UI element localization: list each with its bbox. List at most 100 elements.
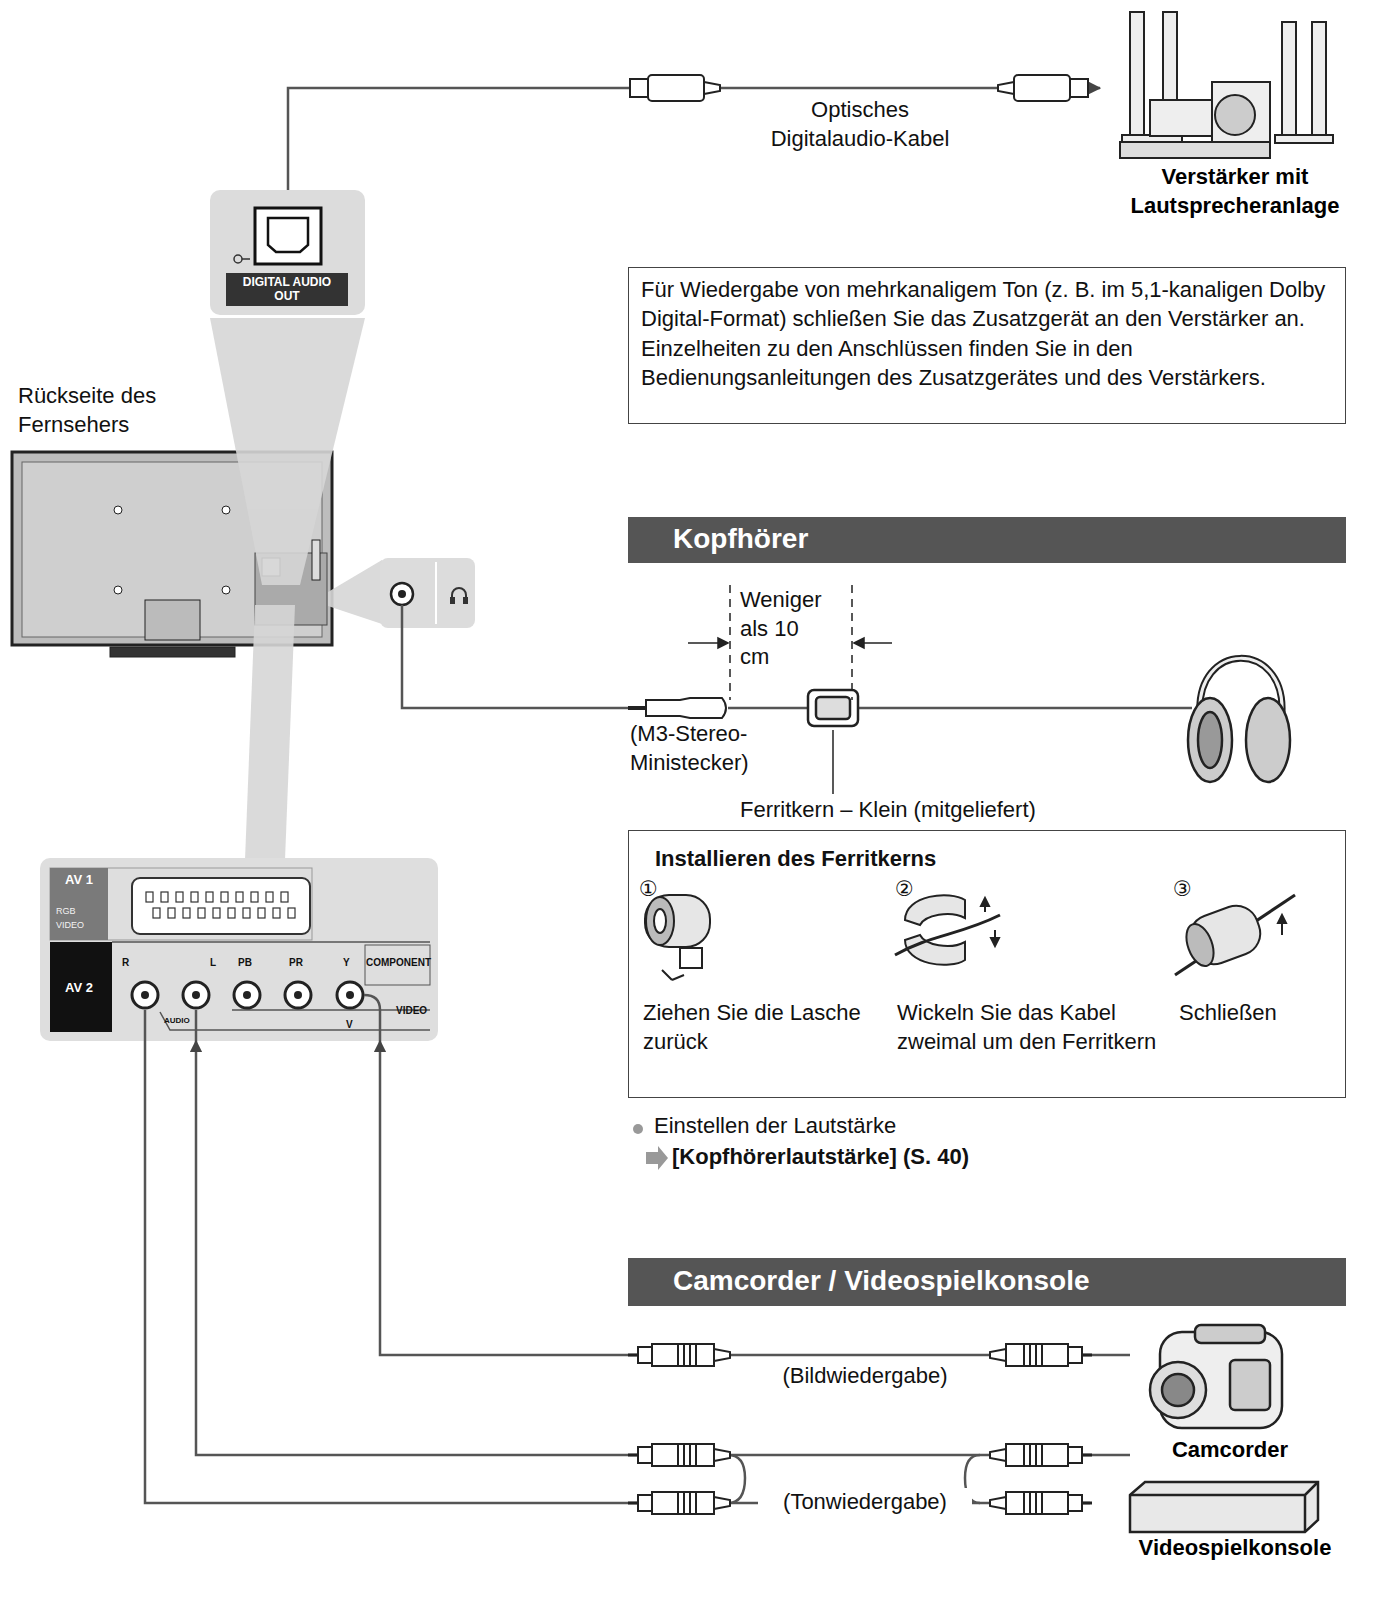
av-panel xyxy=(266,892,273,902)
ferrite-step-icons xyxy=(991,938,999,946)
node-text: Für Wiedergabe von mehrkanaligem Ton (z.… xyxy=(641,276,1341,333)
ferrite-step-icons xyxy=(662,970,684,980)
ferrite-step-icons xyxy=(1175,895,1295,975)
av-panel xyxy=(153,908,160,918)
av-panel xyxy=(191,892,198,902)
tv-back xyxy=(114,586,122,594)
rca-plug xyxy=(628,1344,730,1366)
optical-plug xyxy=(630,75,720,101)
av-panel xyxy=(221,892,228,902)
note-label: Weniger als 10 cm xyxy=(740,586,832,672)
av-panel xyxy=(141,991,354,999)
device-node: DIGITAL AUDIO OUT xyxy=(210,190,365,315)
audio-cable xyxy=(728,1455,745,1503)
digital-audio-panel xyxy=(210,190,365,315)
tv-back xyxy=(145,600,200,640)
camcorder xyxy=(1230,1360,1270,1410)
av-panel xyxy=(206,892,213,902)
node-text: Einzelheiten zu den Anschlüssen finden S… xyxy=(641,335,1341,392)
av-panel xyxy=(213,908,220,918)
callout-wedge xyxy=(210,318,365,585)
av-panel xyxy=(132,982,158,1008)
camcorder xyxy=(1150,1325,1282,1428)
audio-cable xyxy=(145,995,1090,1503)
amplifier-speakers xyxy=(1215,95,1255,135)
note-label: (M3-Stereo-Ministecker) xyxy=(630,720,790,777)
headphone-cable xyxy=(728,707,1192,710)
ferrite-core xyxy=(816,697,850,719)
node-text: R xyxy=(122,956,138,969)
ferrite-step-icons xyxy=(645,895,710,947)
node-text: Camcorder xyxy=(1130,1436,1330,1465)
tv-back xyxy=(312,540,320,580)
section-band: Camcorder / Videospielkonsole xyxy=(628,1258,1346,1306)
game-console xyxy=(1130,1482,1318,1532)
av-panel xyxy=(337,982,363,1008)
node-text: Verstärker mit Lautsprecheranlage xyxy=(1100,163,1370,220)
digital-audio-panel xyxy=(242,258,250,260)
av-panel xyxy=(243,991,251,999)
av-panel xyxy=(132,878,310,934)
cable-label: Optisches Digitalaudio-Kabel xyxy=(745,96,975,153)
av-panel xyxy=(273,908,280,918)
av-panel xyxy=(160,1012,430,1030)
note-label: [Kopfhörerlautstärke] (S. 40) xyxy=(672,1143,1052,1172)
ferrite-step-icons xyxy=(985,902,995,942)
node-text: Videospielkonsole xyxy=(1110,1534,1360,1563)
ferrite-step-icons xyxy=(654,909,666,933)
node-text: AV 1 xyxy=(52,872,106,889)
tv-back xyxy=(110,647,235,657)
audio-cable xyxy=(144,1010,147,1041)
digital-audio-panel xyxy=(255,208,321,264)
node-text: ① xyxy=(639,875,673,902)
ferrite-step-icons xyxy=(1181,920,1219,970)
headphone-jack-panel xyxy=(391,583,413,605)
callout-wedge xyxy=(210,318,382,860)
audio-cable xyxy=(364,995,380,1041)
av-panel xyxy=(243,908,250,918)
av-panel xyxy=(294,991,302,999)
node-text: COMPONENT xyxy=(366,956,436,969)
amplifier-speakers xyxy=(1275,135,1333,143)
node-text: Installieren des Ferritkerns xyxy=(655,845,1055,874)
av-panel xyxy=(50,868,108,940)
tv-back xyxy=(222,506,230,514)
tv-back xyxy=(114,506,122,514)
amplifier-speakers xyxy=(1312,22,1326,137)
ferrite-step-icons xyxy=(680,948,702,968)
node-text: ② xyxy=(895,875,929,902)
optical-plug xyxy=(998,75,1088,101)
device-node: Camcorder xyxy=(1130,1320,1330,1470)
node-text: Kopfhörer xyxy=(673,521,1313,557)
node-text: DIGITAL AUDIO OUT xyxy=(226,273,348,306)
av-panel xyxy=(198,908,205,918)
cable-label: (Tonwiedergabe) xyxy=(758,1488,972,1517)
rca-plug xyxy=(990,1344,1092,1366)
dimension-lines xyxy=(854,638,864,648)
digital-audio-panel xyxy=(268,218,308,252)
amplifier-speakers xyxy=(1120,12,1333,158)
node-text: Camcorder / Videospielkonsole xyxy=(673,1263,1333,1299)
headphones xyxy=(1246,698,1290,782)
dimension-lines xyxy=(832,730,834,794)
av-panel xyxy=(285,982,311,1008)
camcorder xyxy=(1162,1374,1194,1406)
mini-plug xyxy=(646,698,726,718)
av-panel xyxy=(146,892,295,918)
av-panel xyxy=(258,908,265,918)
node-text: PR xyxy=(289,956,311,969)
rca-plug xyxy=(628,1492,730,1514)
dimension-lines xyxy=(718,638,728,648)
node-text: PB xyxy=(238,956,260,969)
digital-audio-panel xyxy=(234,255,242,263)
ferrite-step-icons xyxy=(905,895,965,925)
device-node: Videospielkonsole xyxy=(1110,1478,1360,1570)
ferrite-step-icons xyxy=(645,895,1295,980)
node-text: Schließen xyxy=(1179,999,1339,1028)
cable-connector xyxy=(288,88,1100,190)
av-panel xyxy=(146,892,153,902)
node-text: V xyxy=(346,1018,360,1031)
ferrite-step-icons xyxy=(895,915,1000,955)
av-panel xyxy=(281,892,288,902)
